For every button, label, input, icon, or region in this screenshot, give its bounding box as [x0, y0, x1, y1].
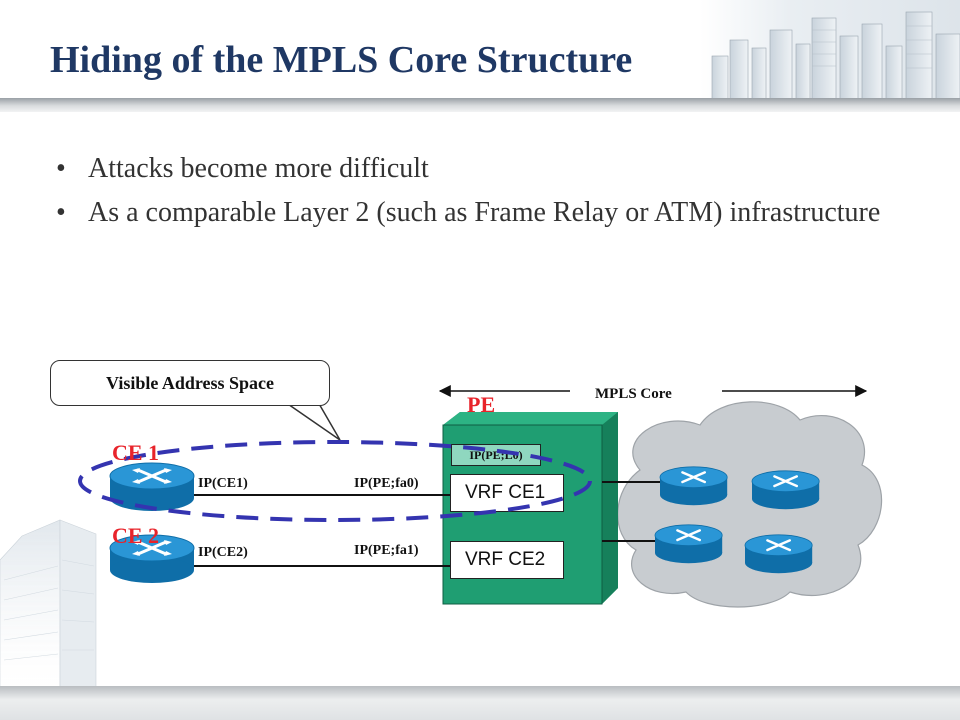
vrf-ce2-box: VRF CE2	[450, 541, 564, 579]
bullet-text: As a comparable Layer 2 (such as Frame R…	[88, 197, 881, 228]
ce1-label: CE 1	[112, 440, 160, 465]
ip-ce1-label: IP(CE1)	[198, 476, 248, 491]
ip-ce2-label: IP(CE2)	[198, 545, 248, 560]
bullet-icon: •	[56, 153, 66, 184]
router-icon	[109, 534, 195, 583]
footer-bar	[0, 686, 960, 720]
router-icon	[654, 524, 723, 564]
pe-loopback-label: IP(PE;L0)	[451, 444, 541, 466]
visible-address-space-callout: Visible Address Space	[50, 360, 330, 406]
router-icon	[659, 466, 728, 506]
router-icon	[109, 462, 195, 511]
router-icon	[744, 534, 813, 574]
router-icon	[751, 470, 820, 510]
header-divider	[0, 98, 960, 112]
bullet-item: • Attacks become more difficult	[56, 150, 916, 188]
ip-pe-fa1-label: IP(PE;fa1)	[354, 543, 419, 558]
vrf-ce1-box: VRF CE1	[450, 474, 564, 512]
bullet-text: Attacks become more difficult	[88, 153, 429, 184]
bullet-item: • As a comparable Layer 2 (such as Frame…	[56, 194, 916, 232]
pe-label: PE	[467, 392, 496, 417]
callout-pointer	[282, 401, 341, 441]
page-title: Hiding of the MPLS Core Structure	[50, 39, 633, 81]
ce2-label: CE 2	[112, 523, 160, 548]
bullet-icon: •	[56, 197, 66, 228]
cloud-shape	[617, 401, 883, 608]
bullet-list: • Attacks become more difficult • As a c…	[56, 150, 916, 238]
ip-pe-fa0-label: IP(PE;fa0)	[354, 476, 419, 491]
mpls-core-label: MPLS Core	[595, 386, 672, 402]
